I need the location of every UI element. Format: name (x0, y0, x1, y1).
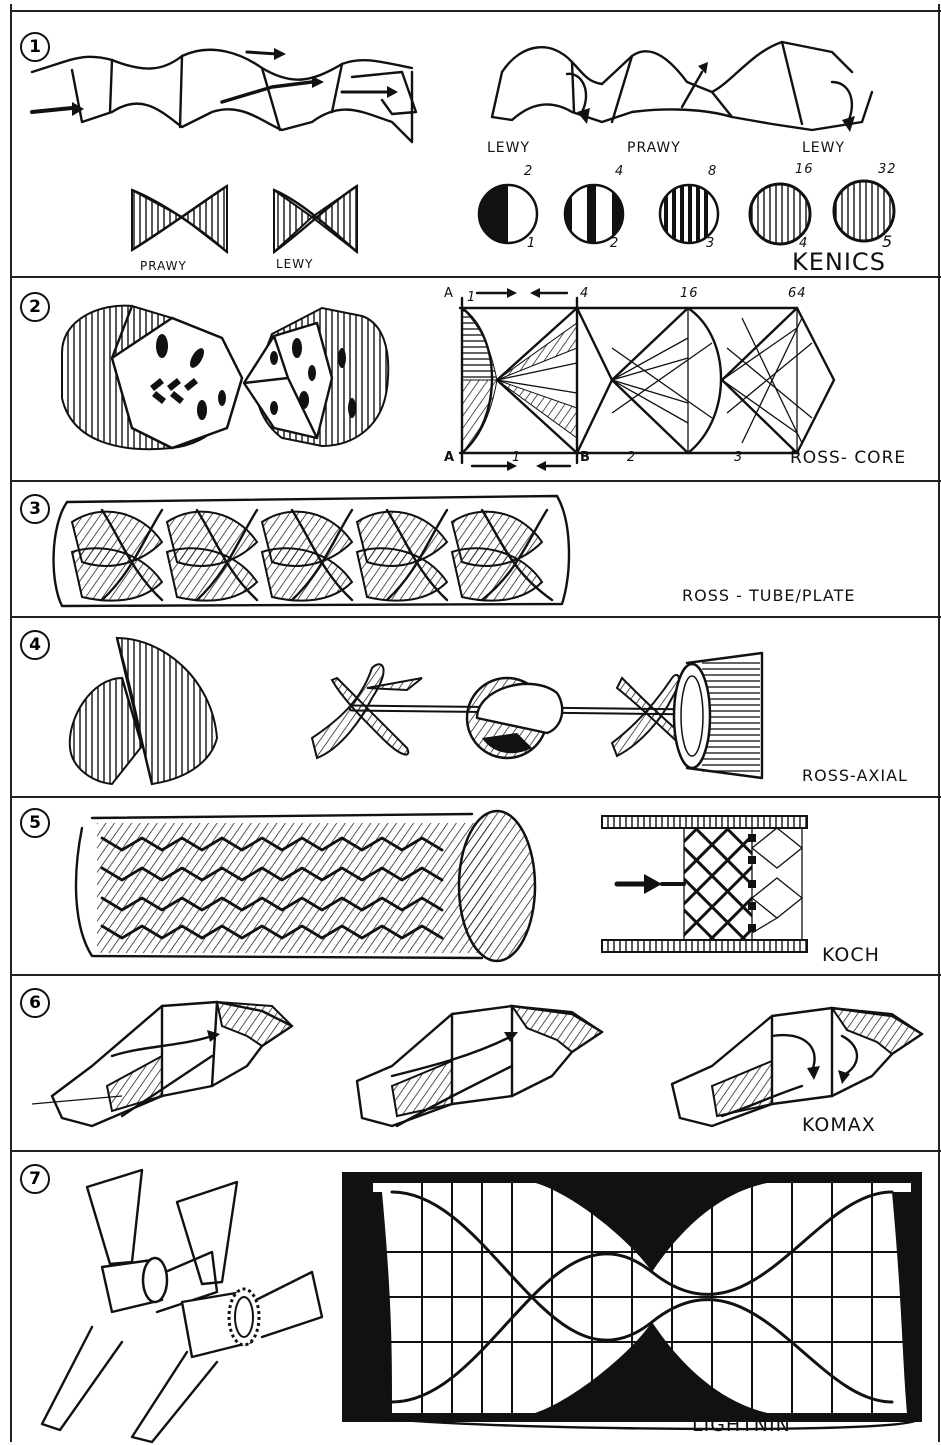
label-lewy-1: LEWY (487, 140, 530, 156)
lightnin-helical-icon (342, 1172, 922, 1429)
stage-top-3: 8 (708, 164, 717, 179)
core-bottom-3: 3 (734, 450, 743, 465)
panel-komax: 6 KOMAX (12, 974, 941, 1150)
label-lewy-2: LEWY (802, 140, 845, 156)
panel-lightnin: 7 (12, 1150, 941, 1442)
panel-kenics: 1 (12, 10, 941, 276)
stage-bottom-1: 1 (527, 236, 536, 251)
stage-3-circle (660, 184, 718, 244)
diagram-sheet: 1 (10, 4, 940, 1442)
core-top-4: 4 (580, 286, 589, 301)
stage-bottom-2: 2 (610, 236, 619, 251)
core-bottom-1: 1 (512, 450, 521, 465)
panel-ross-tube-plate: 3 ROSS - TUBE/PLATE (12, 480, 941, 616)
prawy-element-icon (132, 186, 227, 252)
lewy-element-icon (274, 186, 357, 252)
stage-bottom-3: 3 (706, 236, 715, 251)
axial-shaft-icon (312, 653, 762, 778)
core-top-16: 16 (680, 286, 699, 301)
koch-schematic (602, 816, 807, 952)
stage-4-circle (750, 184, 810, 244)
panel-title-lightnin: LIGHTNIN (692, 1414, 791, 1436)
label-prawy-2: PRAWY (140, 259, 187, 273)
komax-element-2 (357, 1006, 602, 1126)
core-bottom-a: A (444, 450, 455, 465)
lightnin-impeller-icon (42, 1170, 322, 1442)
koch-drawing (12, 798, 941, 976)
komax-element-1 (32, 1002, 292, 1126)
stage-top-1: 2 (524, 164, 533, 179)
label-lewy-3: LEWY (276, 257, 313, 271)
panel-title-ross-core: ROSS- CORE (790, 448, 906, 468)
ross-core-schematic (460, 288, 834, 471)
panel-title-ross-tube-plate: ROSS - TUBE/PLATE (682, 586, 855, 605)
panel-title-koch: KOCH (822, 944, 880, 966)
stage-top-2: 4 (615, 164, 624, 179)
panel-title-ross-axial: ROSS-AXIAL (802, 766, 908, 785)
stage-top-4: 16 (795, 162, 814, 177)
lightnin-drawing (12, 1152, 941, 1444)
panel-ross-core: 2 (12, 276, 941, 480)
core-top-64: 64 (788, 286, 807, 301)
komax-element-3 (672, 1008, 922, 1126)
core-top-1: 1 (467, 290, 476, 305)
stage-2-circle (565, 185, 623, 243)
axial-blade-icon (70, 638, 217, 784)
core-bottom-b: B (580, 450, 591, 465)
panel-title-komax: KOMAX (802, 1114, 876, 1136)
label-prawy-1: PRAWY (627, 140, 681, 156)
core-top-a: A (444, 286, 454, 301)
panel-title-kenics: Kenics (792, 248, 886, 276)
core-bottom-2: 2 (627, 450, 636, 465)
stage-1-circle (479, 185, 537, 243)
stage-top-5: 32 (878, 162, 897, 177)
panel-koch: 5 (12, 796, 941, 974)
panel-ross-axial: 4 ROSS-AXIAL (12, 616, 941, 796)
ross-core-element-icon (62, 306, 388, 450)
